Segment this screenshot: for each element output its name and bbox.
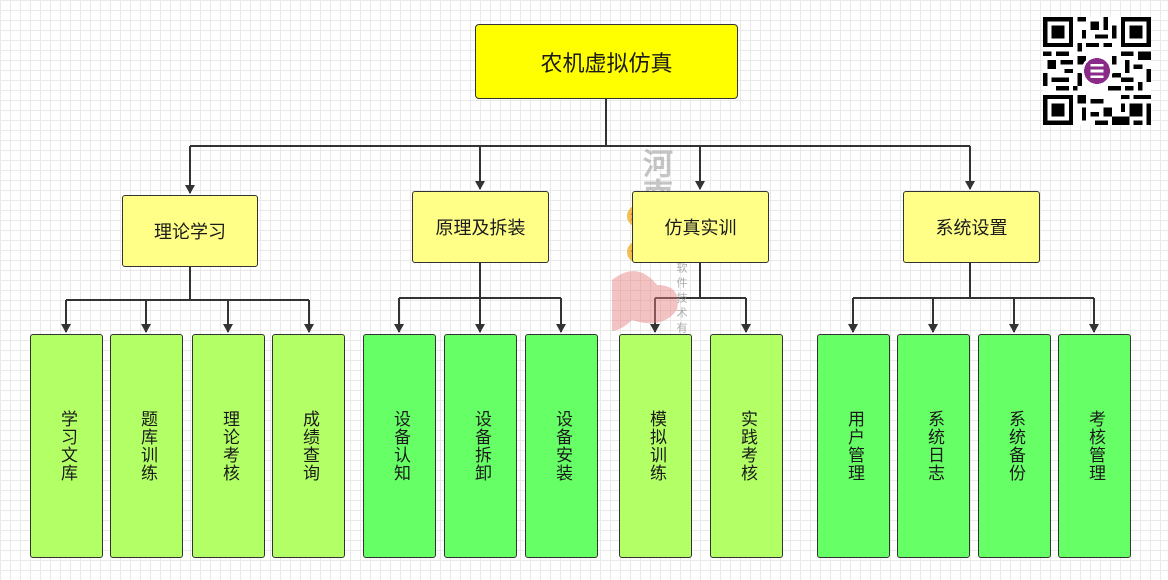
leaf-user-management: 用户管理: [817, 334, 890, 558]
qr-code-icon: [1043, 17, 1151, 125]
leaf-learning-library: 学习文库: [30, 334, 103, 558]
leaf-system-log: 系统日志: [897, 334, 970, 558]
leaf-simulation-drill: 模拟训练: [619, 334, 692, 558]
leaf-device-disassembly: 设备拆卸: [444, 334, 517, 558]
category-theory-study: 理论学习: [122, 195, 258, 267]
leaf-device-recognition: 设备认知: [363, 334, 436, 558]
leaf-theory-exam: 理论考核: [192, 334, 265, 558]
leaf-system-backup: 系统备份: [978, 334, 1051, 558]
leaf-device-installation: 设备安装: [525, 334, 598, 558]
category-system-settings: 系统设置: [903, 191, 1040, 263]
category-simulation-training: 仿真实训: [632, 191, 769, 263]
root-node: 农机虚拟仿真: [475, 24, 738, 99]
leaf-practical-exam: 实践考核: [710, 334, 783, 558]
leaf-score-query: 成绩查询: [272, 334, 345, 558]
leaf-exam-management: 考核管理: [1058, 334, 1131, 558]
leaf-question-training: 题库训练: [110, 334, 183, 558]
category-principle-disassembly: 原理及拆装: [412, 191, 549, 263]
